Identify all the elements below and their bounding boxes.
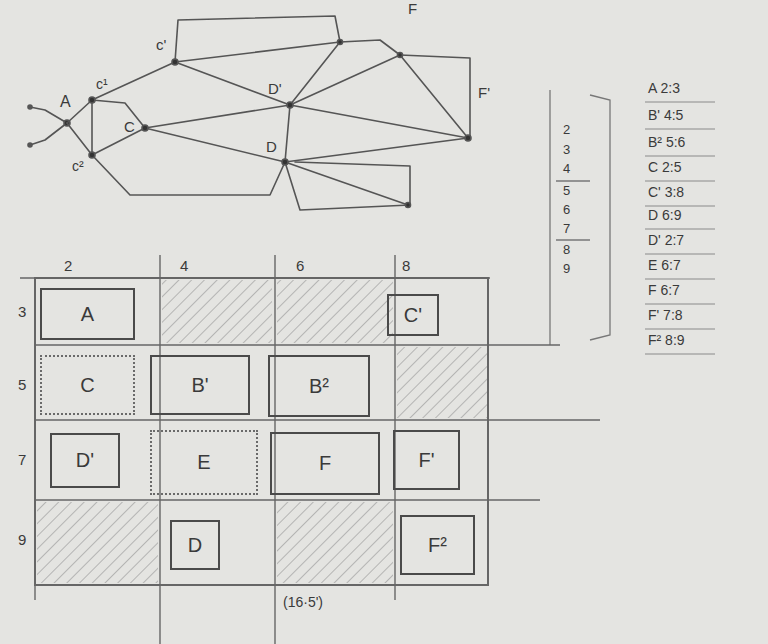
list-rules xyxy=(645,102,715,354)
handwritten-label: 4 xyxy=(180,257,188,274)
handwritten-label: 9 xyxy=(563,261,570,276)
handwritten-label: F xyxy=(408,0,417,17)
box-letter: F² xyxy=(428,534,447,557)
box-letter: C' xyxy=(404,304,422,327)
handwritten-label: 7 xyxy=(563,221,570,236)
handwritten-label: C xyxy=(124,118,135,135)
handwritten-label: E 6:7 xyxy=(648,257,681,273)
handwritten-label: 5 xyxy=(18,376,26,393)
handwritten-label: c² xyxy=(72,158,84,174)
handwritten-label: 3 xyxy=(563,142,570,157)
box-letter: C xyxy=(80,374,94,397)
handwritten-label: c¹ xyxy=(96,76,108,92)
grid-box: B² xyxy=(268,355,370,417)
handwritten-label: C' 3:8 xyxy=(648,184,684,200)
handwritten-label: B' 4:5 xyxy=(648,107,683,123)
handwritten-label: D' 2:7 xyxy=(648,232,684,248)
grid-box: E xyxy=(150,430,258,495)
handwritten-label: 6 xyxy=(296,257,304,274)
handwritten-label: 4 xyxy=(563,161,570,176)
box-letter: F' xyxy=(418,449,434,472)
grid-box: C' xyxy=(387,294,439,336)
handwritten-label: F' 7:8 xyxy=(648,307,683,323)
handwritten-label: 6 xyxy=(563,202,570,217)
grid xyxy=(20,255,600,644)
handwritten-label: C 2:5 xyxy=(648,159,681,175)
handwritten-label: 8 xyxy=(402,257,410,274)
box-letter: E xyxy=(197,451,210,474)
grid-box: B' xyxy=(150,355,250,415)
handwritten-label: F' xyxy=(478,84,490,101)
grid-box: C xyxy=(40,355,135,415)
box-letter: D' xyxy=(76,449,94,472)
handwritten-label: 2 xyxy=(64,257,72,274)
handwritten-label: 7 xyxy=(18,451,26,468)
handwritten-label: D 6:9 xyxy=(648,207,681,223)
grid-box: D' xyxy=(50,433,120,488)
network-sketch xyxy=(28,16,471,210)
box-letter: F xyxy=(319,452,331,475)
handwritten-label: B² 5:6 xyxy=(648,134,685,150)
box-letter: B² xyxy=(309,375,329,398)
grid-box: F² xyxy=(400,515,475,575)
bracket xyxy=(550,90,610,345)
handwritten-label: A 2:3 xyxy=(648,80,680,96)
handwritten-label: D' xyxy=(268,80,282,97)
handwritten-label: 2 xyxy=(563,122,570,137)
grid-box: D xyxy=(170,520,220,570)
handwritten-label: 8 xyxy=(563,242,570,257)
box-letter: A xyxy=(81,303,94,326)
grid-box: F xyxy=(270,432,380,495)
handwritten-label: 9 xyxy=(18,531,26,548)
grid-box: F' xyxy=(393,430,460,490)
handwritten-label: A xyxy=(60,93,71,111)
box-letter: B' xyxy=(191,374,208,397)
hatched-cells xyxy=(37,280,487,583)
handwritten-label: c' xyxy=(156,36,166,53)
grid-box: A xyxy=(40,288,135,340)
handwritten-label: (16·5') xyxy=(283,594,323,610)
box-letter: D xyxy=(188,534,202,557)
handwritten-label: 3 xyxy=(18,303,26,320)
handwritten-label: 5 xyxy=(563,183,570,198)
handwritten-label: F 6:7 xyxy=(648,282,680,298)
handwritten-label: F² 8:9 xyxy=(648,332,685,348)
handwritten-label: D xyxy=(266,138,277,155)
